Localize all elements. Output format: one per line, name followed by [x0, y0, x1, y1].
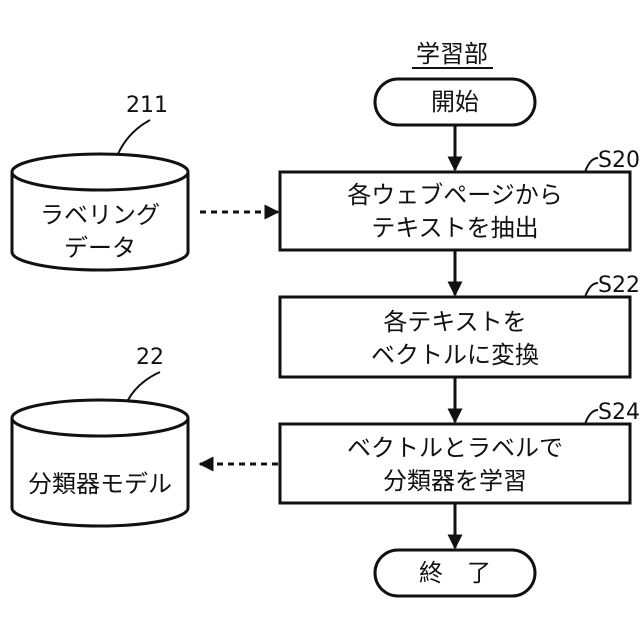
datastore-22-ref: 22: [136, 345, 164, 370]
section-title: 学習部: [412, 40, 493, 68]
process-step-s24: ベクトルとラベルで 分類器を学習 S24: [280, 400, 640, 503]
end-terminal: 終 了: [375, 550, 535, 596]
datastore-211-line2: データ: [64, 234, 136, 262]
datastore-211-line1: ラベリング: [40, 201, 160, 229]
datastore-211-leader: [118, 120, 150, 154]
datastore-labeling-data: ラベリング データ 211: [12, 93, 188, 270]
step-s24-id: S24: [598, 400, 640, 425]
start-terminal: 開始: [375, 79, 535, 125]
step-s24-line2: 分類器を学習: [383, 467, 527, 495]
step-s22-line2: ベクトルに変換: [371, 341, 539, 369]
process-step-s20: 各ウェブページから テキストを抽出 S20: [280, 148, 640, 250]
step-s20-line1: 各ウェブページから: [347, 181, 563, 209]
step-s24-line1: ベクトルとラベルで: [347, 434, 563, 462]
step-s22-id: S22: [598, 273, 640, 298]
step-s20-id: S20: [598, 148, 640, 173]
end-label: 終 了: [419, 559, 491, 587]
start-label: 開始: [431, 88, 479, 116]
step-s24-leader: [585, 410, 598, 424]
step-s22-leader: [585, 283, 598, 297]
step-s20-leader: [585, 158, 598, 172]
datastore-22-leader: [128, 372, 160, 400]
process-step-s22: 各テキストを ベクトルに変換 S22: [280, 273, 640, 377]
step-s22-line1: 各テキストを: [383, 308, 526, 336]
svg-text:学習部: 学習部: [416, 40, 488, 68]
datastore-211-ref: 211: [126, 93, 168, 118]
datastore-22-line1: 分類器モデル: [28, 470, 172, 498]
step-s20-line2: テキストを抽出: [371, 214, 538, 242]
datastore-classifier-model: 分類器モデル 22: [12, 345, 188, 526]
